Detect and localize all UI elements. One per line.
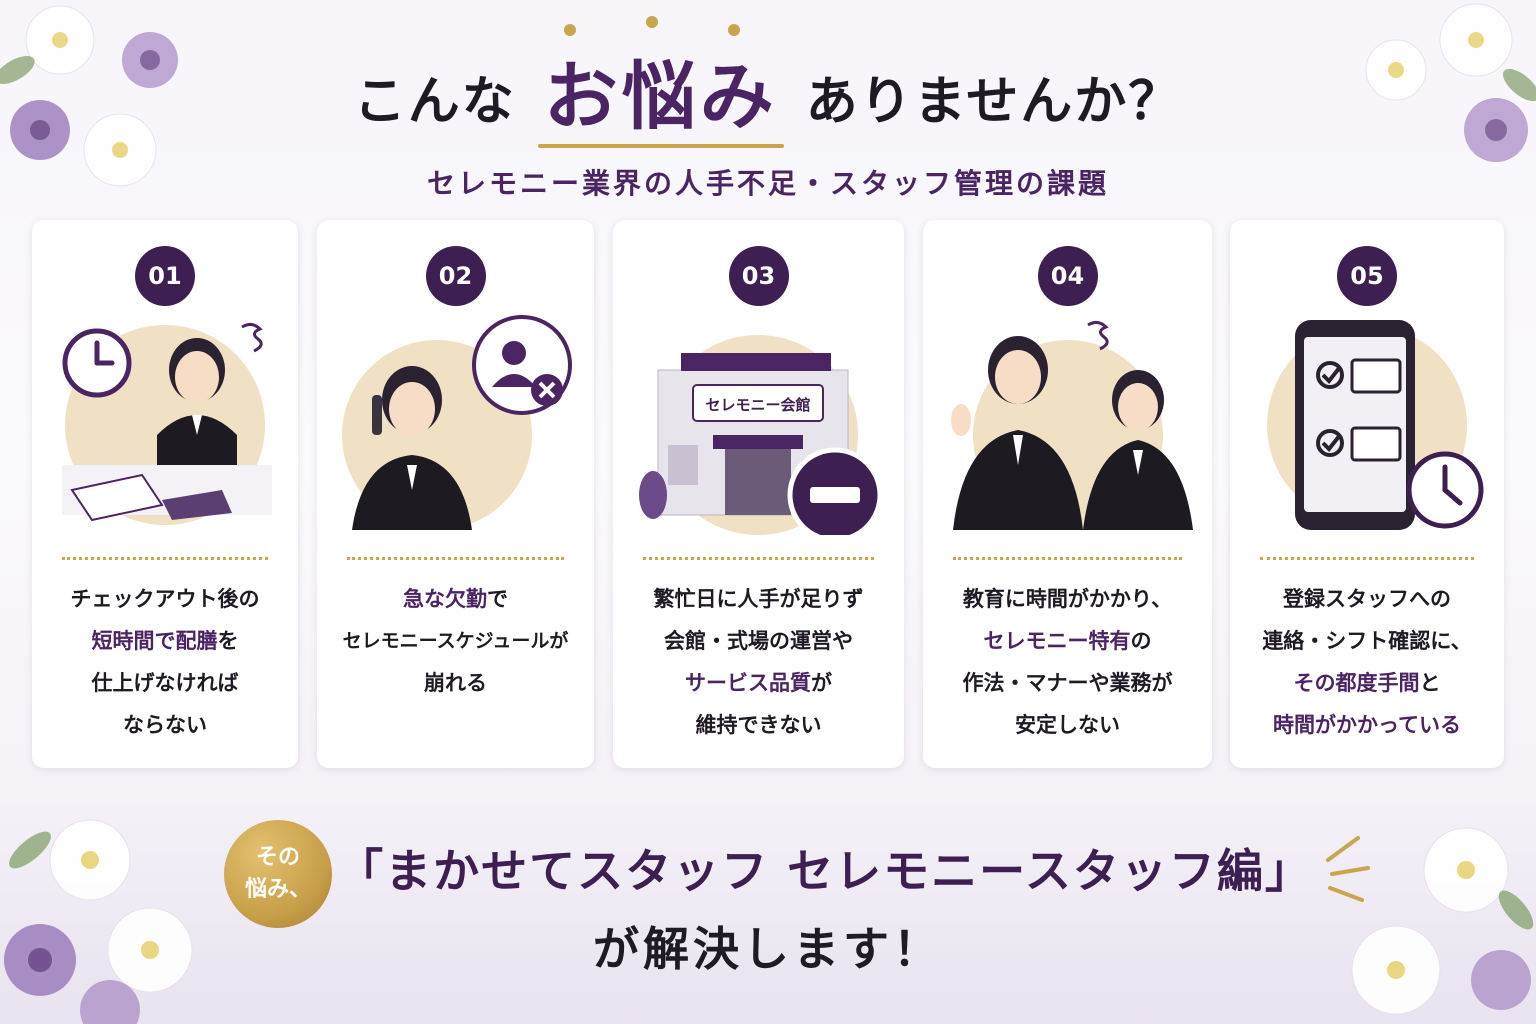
card-text-line: 安定しない [1015,713,1120,737]
title-underline [537,144,784,148]
card-text-line: チェックアウト後の [70,587,260,611]
problem-card-03: 03 セレモニー会館 繁忙日に人手が足りず 会館・式場の運営や サービス品質が … [613,220,904,768]
badge-line-1: その [255,845,300,870]
card-text-line: 作法・マナーや業務が [962,671,1173,695]
clock-icon [62,328,132,398]
dotted-divider [1260,557,1474,560]
page-title: こんな お悩み ありませんか？ [0,16,1536,148]
card-text-line: 仕上げなければ [91,671,239,695]
badge-line-2: 悩み、 [244,877,311,902]
title-emphasis-wrap: お悩み [537,16,784,148]
card-text-line: 連絡・シフト確認に、 [1262,629,1472,653]
card-text-line: 登録スタッフへの [1283,587,1451,611]
card-text-line: セレモニー特有の [983,629,1152,653]
gold-badge: その 悩み、 [224,820,332,928]
card-text-line: 短時間で配膳を [91,629,239,653]
card-text-line: 崩れる [424,671,487,695]
card-text: 登録スタッフへの 連絡・シフト確認に、 その都度手間と 時間がかかっている [1240,578,1494,746]
card-text-line: 急な欠勤で [403,587,508,611]
gold-dots-decoration [538,16,784,36]
card-text: チェックアウト後の 短時間で配膳を 仕上げなければ ならない [42,578,288,746]
dotted-divider [347,557,564,560]
ceremony-hall-illustration: セレモニー会館 [639,335,883,535]
card-text-line: 維持できない [695,713,822,737]
card-number-badge: 01 [135,246,195,306]
two-staff-training-illustration [951,320,1193,530]
card-text: 繁忙日に人手が足りず 会館・式場の運営や サービス品質が 維持できない [623,578,894,746]
card-text-line: セレモニースケジュールが [342,630,569,652]
problem-card-02: 02 急な欠勤で セレモニースケジュールが 崩れる [317,220,594,768]
card-text-line: ならない [123,713,207,737]
product-name: 「まかせてスタッフ セレモニースタッフ編」 [337,844,1313,898]
problem-card-05: 05 登録スタッフへの 連絡・シフト確認に、 その都度手間と 時間がかかっている [1230,220,1504,768]
card-number-badge: 05 [1337,246,1397,306]
phone-staff-illustration [342,315,572,530]
card-text-line: 繁忙日に人手が足りず [653,587,864,611]
solution-tagline: が解決します！ [593,922,943,976]
title-emphasis: お悩み [543,54,778,140]
card-text-line: 時間がかかっている [1273,713,1461,737]
card-text-line: 会館・式場の運営や [664,629,853,653]
card-number-badge: 04 [1037,246,1098,306]
card-text-line: サービス品質が [685,671,832,695]
card-text: 教育に時間がかかり、 セレモニー特有の 作法・マナーや業務が 安定しない [933,578,1202,746]
problem-cards: 01 チェックアウト後の 短時間で配膳を 仕上げなければ ならない [0,220,1536,770]
dotted-divider [643,557,874,560]
hall-sign: セレモニー会館 [705,396,810,414]
problem-card-01: 01 チェックアウト後の 短時間で配膳を 仕上げなければ ならない [32,220,298,768]
header: こんな お悩み ありませんか？ セレモニー業界の人手不足・スタッフ管理の課題 [0,0,1536,215]
sparkle-icon [1326,836,1370,902]
smartphone-checklist-icon [1267,320,1484,530]
dotted-divider [953,557,1182,560]
problem-card-04: 04 教育に時間がかかり、 セレモニー特有の 作法・マナーや業務が 安定しない [923,220,1212,768]
absent-person-icon [472,315,572,415]
title-after: ありませんか？ [805,72,1183,132]
card-number-badge: 03 [728,246,789,306]
card-text-line: その都度手間と [1293,671,1441,695]
card-text-line: 教育に時間がかかり、 [962,587,1173,611]
card-number-badge: 02 [425,246,486,306]
clock-icon [1406,451,1484,529]
title-before: こんな [353,72,516,132]
dotted-divider [62,557,268,560]
solution-banner: その 悩み、 「まかせてスタッフ セレモニースタッフ編」 が解決します！ [0,800,1536,1024]
page-subtitle: セレモニー業界の人手不足・スタッフ管理の課題 [426,167,1109,200]
worried-staff-writing-illustration [62,322,272,525]
minus-circle-icon [787,447,883,535]
card-text: 急な欠勤で セレモニースケジュールが 崩れる [327,578,584,704]
